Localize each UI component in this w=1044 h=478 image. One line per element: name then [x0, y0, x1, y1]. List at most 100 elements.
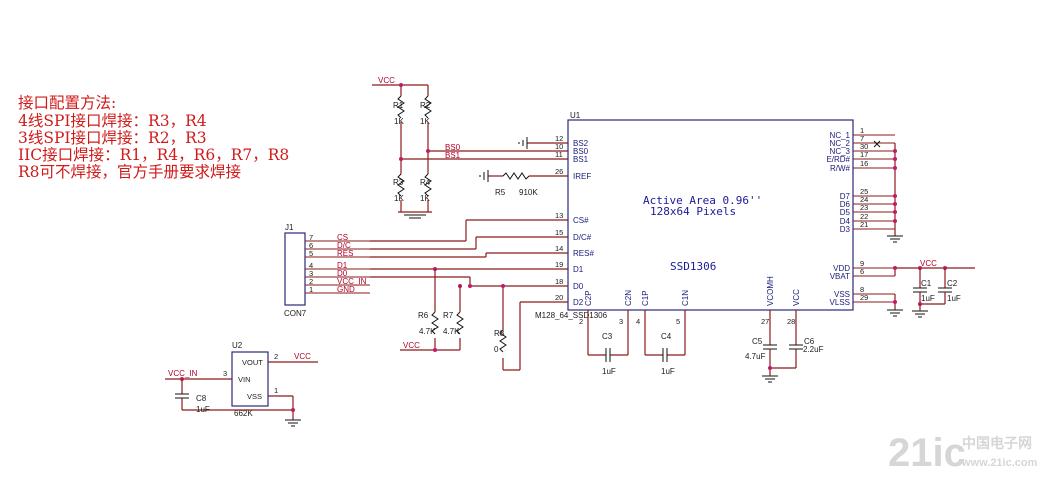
u1-part-name: SSD1306 [670, 260, 716, 273]
u1-pin-label-c2n: C2N [624, 290, 633, 306]
u1-ref: U1 [570, 111, 581, 120]
u1-pin-num-12: 12 [555, 134, 563, 143]
config-notes: 接口配置方法: 4线SPI接口焊接：R3，R4 3线SPI接口焊接：R2，R3 … [18, 94, 289, 181]
j1-body [284, 232, 306, 306]
resistor-r5 [502, 172, 530, 180]
u1-pin-label-12: BS2 [573, 139, 589, 148]
u1-pin-label-vcc: VCC [792, 289, 801, 306]
u2-pin-vss: VSS [247, 392, 262, 401]
u1-pin-label-7: NC_2 [830, 139, 851, 148]
u1-pin-num-21: 21 [860, 220, 868, 229]
u1-pin-num-13: 13 [555, 211, 563, 220]
u1-pin-num-15: 15 [555, 228, 563, 237]
u1-pin-num-14: 14 [555, 244, 563, 253]
config-line-r8: R8可不焊接，官方手册要求焊接 [18, 163, 241, 181]
c4-ref: C4 [661, 332, 672, 341]
config-title: 接口配置方法: [18, 94, 116, 112]
u1-pin-num-20: 20 [555, 293, 563, 302]
u2-pin-vin: VIN [238, 375, 251, 384]
u1-pin-label-8: VSS [834, 290, 850, 299]
r6-ref: R6 [418, 311, 429, 320]
j1-pin-num-1: 1 [309, 285, 313, 294]
u1-pin-label-17: E/RD# [826, 155, 850, 164]
u1-pin-label-14: RES# [573, 249, 594, 258]
resistor-r5-group: R5 910K [479, 170, 568, 197]
c1-ref: C1 [921, 279, 932, 288]
r2-ref: R2 [420, 101, 431, 110]
u1-pin-label-19: D1 [573, 265, 584, 274]
j1-pin-num-2: 2 [309, 277, 313, 286]
r8-value: 0 [494, 345, 499, 354]
u1-pin-label-26: IREF [573, 172, 591, 181]
r7-ref: R7 [443, 311, 454, 320]
j1-ref: J1 [285, 223, 294, 232]
u1-pin-label-vcomh: VCOMH [766, 276, 775, 306]
u1-pin-label-13: CS# [573, 216, 589, 225]
u1-pin-num-9: 9 [860, 259, 864, 268]
config-line-iic: IIC接口焊接：R1，R4，R6，R7，R8 [18, 146, 289, 164]
u1-pin-num-30: 30 [860, 142, 868, 151]
u2-pin-vout: VOUT [242, 358, 263, 367]
right-power: VCC C1 1uF C2 1uF [873, 140, 975, 318]
u2-body [231, 351, 269, 407]
c5-ref: C5 [752, 337, 763, 346]
j1-pin-num-3: 3 [309, 269, 313, 278]
watermark: 21ic 中国电子网 www.21ic.com [888, 431, 1038, 475]
r3-ref: R3 [393, 178, 404, 187]
u1-pin-label-15: D/C# [573, 233, 592, 242]
watermark-cn: 中国电子网 [962, 435, 1032, 451]
r1-value: 1K [394, 117, 404, 126]
j1-net-res: RES [337, 249, 353, 258]
u2-part: 662K [234, 409, 253, 418]
vcc-label-u2: VCC [294, 352, 311, 361]
u1-pin-label-10: BS0 [573, 147, 589, 156]
u1-pin-num-6: 6 [860, 267, 864, 276]
u1-pin-num-26: 26 [555, 167, 563, 176]
u1-pin-num-2: 2 [579, 317, 583, 326]
u1-pin-num-5: 5 [676, 317, 680, 326]
u1-pixels: 128x64 Pixels [650, 205, 736, 218]
c1-value: 1uF [921, 294, 935, 303]
u1-pin-num-23: 23 [860, 203, 868, 212]
c6-ref: C6 [804, 337, 815, 346]
u1-pin-num-27: 27 [761, 317, 769, 326]
c3-value: 1uF [602, 367, 616, 376]
u1-pin-label-21: D3 [840, 225, 851, 234]
resistor-r1 [397, 95, 405, 119]
signal-wiring: R6 4.7K R7 4.7K VCC R8 0 [370, 219, 568, 371]
c3-ref: C3 [602, 332, 613, 341]
u2-ref: U2 [232, 341, 243, 350]
u1-pin-num-8: 8 [860, 285, 864, 294]
resistor-r8 [499, 329, 507, 353]
u1-pin-label-18: D0 [573, 282, 584, 291]
u1-pin-num-10: 10 [555, 142, 563, 151]
r3-value: 1K [394, 194, 404, 203]
c2-value: 1uF [947, 294, 961, 303]
vcomh-caps: C5 4.7uF C6 2.2uF [745, 310, 824, 383]
u1-pin-num-17: 17 [860, 150, 868, 159]
vcc-label-pullup: VCC [403, 341, 420, 350]
u1-pin-label-29: VLSS [830, 298, 850, 307]
watermark-url: www.21ic.com [961, 457, 1038, 469]
j1-pin-num-6: 6 [309, 241, 313, 250]
u2-pin-num-3: 3 [223, 369, 227, 378]
j1-net-d0: D0 [337, 269, 348, 278]
j1-name: CON7 [284, 309, 307, 318]
resistor-r7 [456, 311, 464, 335]
u1-pin-num-4: 4 [636, 317, 640, 326]
u1-pin-label-24: D6 [840, 200, 851, 209]
j1-net-d1: D1 [337, 261, 348, 270]
u2-pin-num-2: 2 [274, 352, 278, 361]
r7-value: 4.7K [443, 327, 460, 336]
j1-net-gnd: GND [337, 285, 355, 294]
r4-value: 1K [420, 194, 430, 203]
u1-pin-num-25: 25 [860, 187, 868, 196]
u1-pin-label-1: NC_1 [830, 131, 851, 140]
c6-value: 2.2uF [803, 345, 824, 354]
r2-value: 1K [420, 117, 430, 126]
u1-pin-num-28: 28 [787, 317, 795, 326]
r8-ref: R8 [494, 329, 505, 338]
r1-ref: R1 [393, 101, 404, 110]
u1-pin-num-7: 7 [860, 134, 864, 143]
